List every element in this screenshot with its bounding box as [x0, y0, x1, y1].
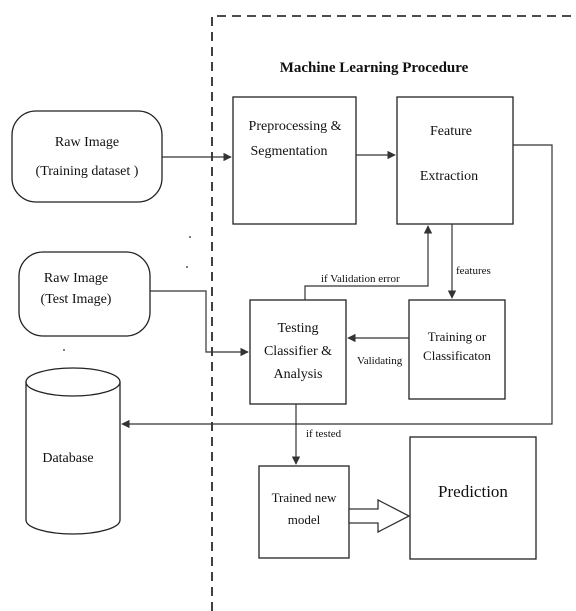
feature-extraction-node: Feature Extraction	[396, 96, 514, 225]
trained-model-line1: Trained new	[272, 490, 337, 505]
raw-training-image-line1: Raw Image	[55, 135, 119, 150]
testing-line2: Classifier &	[264, 344, 332, 359]
tested-edge-label: if tested	[306, 428, 342, 440]
preprocessing-node: Preprocessing & Segmentation	[232, 96, 357, 225]
arrow-testing-to-feature	[304, 225, 433, 300]
prediction-node: Prediction	[409, 436, 537, 560]
validating-edge-label: Validating	[357, 355, 403, 367]
block-arrow-model-to-prediction	[348, 498, 411, 534]
features-edge-label: features	[456, 265, 491, 277]
speck-mark	[189, 236, 191, 238]
speck-mark	[186, 266, 188, 268]
raw-training-image-line2: (Training dataset )	[36, 164, 139, 179]
trained-model-node: Trained new model	[258, 465, 350, 559]
training-line1: Training or	[428, 329, 487, 344]
training-line2: Classificaton	[423, 348, 491, 363]
validation-error-edge-label: if Validation error	[321, 273, 400, 285]
raw-test-image-line1: Raw Image	[44, 271, 108, 286]
testing-line1: Testing	[277, 321, 318, 336]
raw-training-image-node: Raw Image (Training dataset )	[11, 110, 163, 203]
arrow-raw-test-to-testing	[150, 290, 249, 357]
feature-extraction-line2: Extraction	[420, 169, 478, 184]
database-label: Database	[42, 451, 93, 466]
procedure-region-border	[211, 15, 576, 611]
preprocessing-line2: Segmentation	[251, 144, 328, 159]
raw-test-image-line2: (Test Image)	[41, 292, 112, 307]
training-node: Training or Classificaton	[408, 299, 506, 400]
speck-mark	[63, 349, 65, 351]
raw-test-image-node: Raw Image (Test Image)	[18, 251, 151, 337]
prediction-label: Prediction	[438, 482, 508, 501]
testing-node: Testing Classifier & Analysis	[249, 299, 347, 405]
diagram-title: Machine Learning Procedure	[280, 60, 469, 76]
arrow-feature-to-database	[121, 144, 553, 429]
database-node: Database	[25, 367, 121, 535]
trained-model-line2: model	[288, 512, 321, 527]
preprocessing-line1: Preprocessing &	[249, 119, 342, 134]
database-cylinder-top	[25, 367, 121, 397]
feature-extraction-line1: Feature	[430, 124, 472, 139]
database-cylinder-icon	[25, 382, 121, 535]
testing-line3: Analysis	[274, 367, 323, 382]
